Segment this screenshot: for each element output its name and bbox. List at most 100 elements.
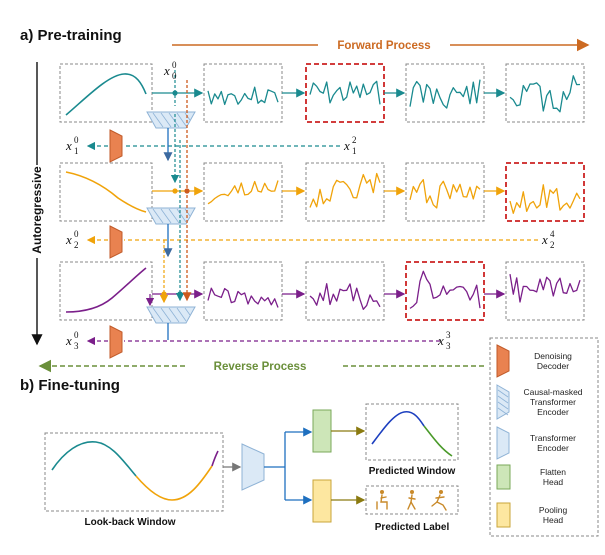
- lookback-curve-orange: [135, 465, 213, 501]
- row1-input-panel: [59, 63, 153, 123]
- row3-step1-panel: [203, 261, 283, 321]
- svg-text:x: x: [65, 232, 72, 247]
- label-x20: x 0 2: [65, 229, 79, 250]
- reverse-process: Reverse Process: [38, 359, 484, 373]
- row2-step3-panel: [405, 162, 485, 222]
- autoregressive-axis: Autoregressive: [30, 62, 44, 346]
- row2-noise-1: [207, 180, 279, 205]
- svg-text:x: x: [163, 63, 170, 78]
- legend-pooling-head-icon: [496, 502, 511, 528]
- lookback-panel: [44, 432, 224, 512]
- svg-text:1: 1: [74, 146, 79, 156]
- row1-noise-4: [509, 75, 581, 113]
- row-1: [59, 63, 585, 163]
- predicted-window-curve-green: [423, 425, 453, 457]
- pooling-head-icon: [312, 479, 332, 523]
- lookback-label: Look-back Window: [84, 517, 175, 528]
- row2-noise-3: [409, 179, 481, 209]
- lookback-curve-teal: [51, 441, 137, 477]
- svg-text:0: 0: [74, 330, 79, 340]
- legend-flatten-head-icon: [496, 464, 511, 490]
- svg-text:3: 3: [74, 341, 79, 351]
- row3-denoising-decoder-icon: [109, 325, 123, 359]
- row1-step3-panel: [405, 63, 485, 123]
- svg-text:1: 1: [352, 146, 357, 156]
- row1-noise-3: [409, 79, 481, 109]
- predicted-label-label: Predicted Label: [375, 522, 450, 533]
- row3-input-panel: [59, 261, 153, 321]
- dot-orange-2: [161, 291, 167, 297]
- svg-text:2: 2: [550, 240, 555, 250]
- svg-text:x: x: [437, 333, 444, 348]
- finetuning-title: b) Fine-tuning: [20, 377, 120, 394]
- svg-text:x: x: [65, 333, 72, 348]
- finetuning-section: Look-back Window Predicted Window Predic…: [44, 403, 459, 533]
- row3-encoder-hatch: [152, 307, 191, 323]
- label-x00: x 0 0: [163, 60, 177, 81]
- row1-noise-2: [309, 80, 381, 105]
- dot-orange-1: [172, 188, 178, 194]
- predicted-window-curve-blue: [371, 410, 425, 445]
- row1-causal-encoder-icon: [146, 111, 196, 129]
- row3-step4-panel: [505, 261, 585, 321]
- row-2: [59, 162, 585, 259]
- svg-text:0: 0: [172, 60, 177, 70]
- svg-text:0: 0: [74, 135, 79, 145]
- svg-text:2: 2: [74, 240, 79, 250]
- predicted-window-label: Predicted Window: [369, 466, 456, 477]
- lookback-curve-purple: [211, 450, 219, 467]
- row2-step1-panel: [203, 162, 283, 222]
- conditioning-lines: [145, 70, 192, 340]
- row2-step2-panel: [305, 162, 385, 222]
- sitting-person-icon: [376, 490, 388, 510]
- row1-step2-panel-highlight: [305, 63, 385, 123]
- row2-input-panel: [59, 162, 153, 222]
- svg-text:x: x: [343, 138, 350, 153]
- causal-masked-encoder-icon: [496, 384, 510, 420]
- label-x30: x 0 3: [65, 330, 79, 351]
- row2-denoising-decoder-icon: [109, 225, 123, 259]
- row2-noise-4: [509, 184, 581, 214]
- row1-denoising-decoder-icon: [109, 129, 123, 163]
- svg-text:3: 3: [446, 341, 451, 351]
- label-x24: x 4 2: [541, 229, 555, 250]
- row-3: [59, 261, 585, 359]
- svg-text:x: x: [541, 232, 548, 247]
- autoregressive-label: Autoregressive: [30, 166, 44, 254]
- row3-noise-4: [509, 273, 581, 303]
- row3-input-curve: [65, 267, 147, 313]
- row3-noise-3: [409, 270, 481, 309]
- row1-encoder-hatch: [152, 112, 191, 128]
- svg-text:4: 4: [550, 229, 555, 239]
- row1-step1-panel: [203, 63, 283, 123]
- walking-person-icon: [407, 490, 416, 510]
- label-x12: x 2 1: [343, 135, 357, 156]
- row1-noise-1: [207, 86, 279, 106]
- row3-causal-encoder-icon: [146, 306, 196, 324]
- svg-text:0: 0: [172, 71, 177, 81]
- running-person-icon: [431, 490, 447, 511]
- label-x33: x 3 3: [437, 330, 451, 351]
- row2-input-curve: [65, 171, 147, 213]
- row1-input-curve: [65, 73, 147, 116]
- row3-noise-1: [207, 287, 279, 308]
- svg-text:x: x: [65, 138, 72, 153]
- dot-rust-1: [184, 188, 190, 194]
- denoising-decoder-icon: [496, 344, 510, 378]
- svg-text:3: 3: [446, 330, 451, 340]
- svg-text:0: 0: [74, 229, 79, 239]
- pretraining-title: a) Pre-training: [20, 27, 122, 44]
- label-x10: x 0 1: [65, 135, 79, 156]
- svg-text:2: 2: [352, 135, 357, 145]
- row2-causal-encoder-icon: [146, 207, 196, 225]
- transformer-encoder-icon: [496, 426, 510, 460]
- row2-noise-2: [309, 172, 381, 208]
- row3-noise-2: [309, 283, 381, 310]
